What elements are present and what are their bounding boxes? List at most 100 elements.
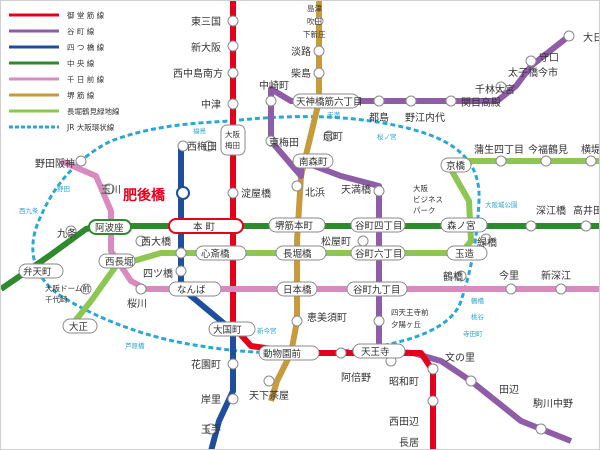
station-marker[interactable]	[177, 140, 189, 152]
station-marker[interactable]	[540, 155, 552, 167]
label-domemae-1: 大阪ドーム前	[45, 283, 90, 293]
station-box[interactable]	[292, 93, 360, 109]
station-marker[interactable]	[495, 155, 507, 167]
station-box[interactable]	[350, 245, 406, 261]
station-marker[interactable]	[227, 187, 239, 199]
station-marker[interactable]	[357, 235, 369, 247]
station-marker[interactable]	[227, 40, 239, 52]
station-marker[interactable]	[175, 247, 187, 259]
station-marker[interactable]	[427, 395, 439, 407]
station-box[interactable]	[98, 253, 136, 269]
station-marker[interactable]	[203, 140, 215, 152]
station-box[interactable]	[440, 157, 472, 173]
station-box[interactable]	[220, 124, 246, 156]
station-marker[interactable]	[335, 347, 347, 359]
station-marker[interactable]	[563, 30, 575, 42]
station-marker[interactable]	[227, 67, 239, 79]
legend-label-sennichimae: 千 日 前 線	[67, 74, 105, 84]
station-marker[interactable]	[323, 130, 335, 142]
station-marker[interactable]	[465, 375, 477, 387]
label-tenjinbashi: 天神橋筋六丁目	[296, 96, 363, 108]
station-marker[interactable]	[525, 55, 537, 67]
station-marker[interactable]	[480, 233, 492, 245]
station-box[interactable]	[258, 345, 320, 361]
label-imafukutsurumi: 今福鶴見	[528, 143, 568, 156]
legend: 御 堂 筋 線谷 町 線四 つ 橋 線中 央 線千 日 前 線堺 筋 線長堀鶴見…	[9, 10, 120, 132]
station-marker[interactable]	[291, 180, 303, 192]
station-marker[interactable]	[373, 95, 385, 107]
station-marker[interactable]	[525, 220, 537, 232]
label-tsurumibashi: 鶴橋	[443, 270, 463, 283]
station-box[interactable]	[276, 281, 318, 297]
station-marker[interactable]	[291, 315, 303, 327]
station-marker[interactable]	[80, 283, 92, 295]
station-box[interactable]	[168, 281, 222, 297]
station-marker[interactable]	[405, 95, 417, 107]
station-marker[interactable]	[313, 45, 325, 57]
station-box[interactable]	[18, 263, 64, 279]
station-marker[interactable]	[205, 423, 217, 435]
station-marker[interactable]	[135, 235, 147, 247]
label-kyobashi: 京橋	[446, 160, 466, 172]
label-sakuragawa: 桜川	[127, 297, 147, 310]
label-higashiumeda: 東梅田	[269, 136, 299, 149]
station-marker[interactable]	[427, 363, 439, 375]
station-marker[interactable]	[445, 95, 457, 107]
station-marker[interactable]	[455, 270, 467, 282]
label-gamo4: 蒲生四丁目	[474, 143, 524, 156]
station-marker[interactable]	[495, 81, 507, 93]
label-shinsaibashi: 心斎橋	[201, 248, 230, 260]
station-box[interactable]	[346, 281, 408, 297]
station-marker[interactable]	[227, 15, 239, 27]
station-box[interactable]	[268, 217, 326, 233]
label-obp-3: パーク	[413, 206, 436, 215]
label-midoribashi: 緑橋	[477, 236, 497, 249]
station-marker[interactable]	[265, 95, 277, 107]
awaza-box[interactable]	[88, 219, 132, 235]
station-marker[interactable]	[65, 225, 77, 237]
station-box[interactable]	[292, 153, 334, 169]
station-marker[interactable]	[175, 265, 187, 277]
station-box[interactable]	[446, 245, 488, 261]
station-marker[interactable]	[580, 220, 592, 232]
station-marker[interactable]	[227, 98, 239, 110]
jr-label-shinimamiya: 新今宮	[257, 326, 277, 335]
station-box[interactable]	[195, 245, 247, 261]
station-marker[interactable]	[505, 283, 517, 295]
station-marker[interactable]	[227, 358, 239, 370]
label-nishiumeda: 西梅田	[187, 140, 217, 153]
station-marker[interactable]	[313, 67, 325, 79]
station-marker[interactable]	[373, 315, 385, 327]
legend-label-nagahori: 長堀鶴見緑地線	[67, 106, 120, 116]
higobashi-marker[interactable]	[176, 186, 190, 200]
station-marker[interactable]	[135, 283, 147, 295]
label-tanimachi9: 谷町九丁目	[353, 284, 401, 296]
station-marker[interactable]	[535, 423, 547, 435]
station-box[interactable]	[352, 343, 406, 359]
label-nakazakicho: 中崎町	[259, 79, 289, 92]
label-bentencho: 弁天町	[23, 266, 52, 278]
station-box[interactable]	[275, 245, 327, 261]
honmachi-box[interactable]	[168, 218, 244, 234]
station-marker[interactable]	[263, 375, 275, 387]
station-box[interactable]	[208, 321, 256, 337]
label-awaza: 阿波座	[95, 222, 124, 234]
station-box[interactable]	[350, 217, 406, 233]
station-marker[interactable]	[103, 183, 115, 195]
station-marker[interactable]	[314, 16, 324, 26]
station-marker[interactable]	[585, 155, 597, 167]
station-marker[interactable]	[75, 155, 87, 167]
station-marker[interactable]	[265, 135, 277, 147]
label-minamimorimachi: 南森町	[299, 156, 328, 168]
station-marker[interactable]	[555, 283, 567, 295]
jr-label-sakuranomiya: 桜ノ宮	[377, 132, 397, 141]
station-marker[interactable]	[227, 393, 239, 405]
station-box[interactable]	[440, 217, 488, 233]
label-hanazonocho: 花園町	[191, 358, 221, 371]
station-box[interactable]	[62, 318, 98, 334]
legend-label-tanimachi: 谷 町 線	[67, 26, 95, 36]
label-kishinosato: 岸里	[201, 394, 221, 406]
station-marker[interactable]	[373, 185, 385, 197]
